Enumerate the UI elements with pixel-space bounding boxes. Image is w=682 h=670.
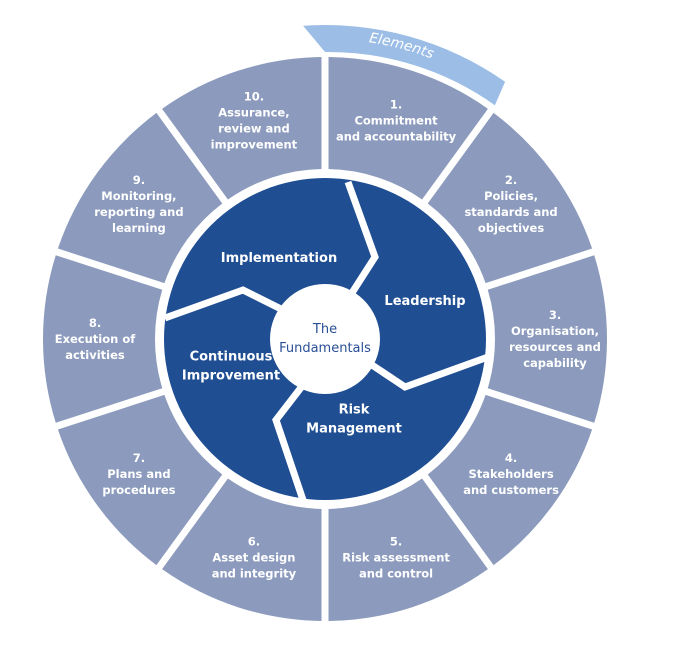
element-segment-shape — [162, 57, 322, 200]
element-title-line: learning — [112, 221, 166, 235]
element-number: 9. — [133, 173, 145, 187]
element-segment-9[interactable]: 9. Monitoring, reporting and learning — [57, 112, 223, 284]
element-segment-shape — [42, 255, 163, 423]
element-number: 1. — [390, 97, 402, 111]
element-number: 6. — [248, 535, 260, 549]
element-label: 7. Plans and procedures — [102, 451, 175, 497]
element-title-line: and integrity — [212, 567, 297, 581]
element-title-line: Plans and — [107, 467, 170, 481]
fundamental-label: Leadership — [384, 294, 465, 309]
element-segment-shape — [427, 112, 593, 284]
element-number: 8. — [89, 316, 101, 330]
fundamental-label-line: Management — [306, 422, 402, 437]
element-number: 10. — [244, 89, 264, 103]
element-title-line: and control — [359, 567, 433, 581]
element-segment-6[interactable]: 6. Asset design and integrity — [162, 478, 322, 621]
elements-ring: 1. Commitment and accountability 2. Policies… — [42, 57, 607, 621]
element-segment-shape — [427, 394, 593, 566]
element-label: 4. Stakeholders and customers — [463, 451, 559, 497]
element-label: 3. Organisation, resources and capability — [509, 308, 601, 370]
element-segment-shape — [328, 478, 488, 621]
center-circle — [273, 287, 377, 391]
element-segment-10[interactable]: 10. Assurance, review and improvement — [162, 57, 322, 200]
fundamental-label-line: Improvement — [182, 369, 280, 384]
fundamental-separator — [272, 382, 307, 502]
element-label: 10. Assurance, review and improvement — [211, 89, 298, 151]
element-title-line: Stakeholders — [468, 467, 553, 481]
fundamental-separator — [344, 180, 379, 298]
element-title-line: resources and — [509, 340, 601, 354]
element-segment-1[interactable]: 1. Commitment and accountability — [328, 57, 488, 200]
element-label: 2. Policies, standards and objectives — [464, 173, 557, 235]
fundamental-label-line: Leadership — [384, 294, 465, 309]
element-title-line: Monitoring, — [101, 189, 176, 203]
element-segment-4[interactable]: 4. Stakeholders and customers — [427, 394, 593, 566]
element-title-line: Policies, — [484, 189, 538, 203]
element-segment-shape — [57, 394, 223, 566]
element-segment-shape — [57, 112, 223, 284]
element-segment-5[interactable]: 5. Risk assessment and control — [328, 478, 488, 621]
element-number: 2. — [505, 173, 517, 187]
element-title-line: Risk assessment — [342, 551, 450, 565]
element-segment-shape — [162, 478, 322, 621]
element-label: 8. Execution of activities — [55, 316, 137, 362]
fundamental-implementation[interactable]: Implementation — [221, 251, 337, 266]
element-title-line: reporting and — [94, 205, 183, 219]
element-title-line: activities — [65, 348, 125, 362]
element-label: 6. Asset design and integrity — [212, 535, 297, 581]
element-title-line: Commitment — [354, 113, 438, 127]
element-number: 3. — [549, 308, 561, 322]
fundamental-label-line: Implementation — [221, 251, 337, 266]
element-number: 7. — [133, 451, 145, 465]
fundamental-label: Implementation — [221, 251, 337, 266]
element-title-line: Asset design — [212, 551, 295, 565]
element-segment-shape — [328, 57, 488, 200]
element-segment-2[interactable]: 2. Policies, standards and objectives — [427, 112, 593, 284]
element-title-line: Assurance, — [218, 105, 289, 119]
element-label: 1. Commitment and accountability — [336, 97, 457, 143]
element-title-line: improvement — [211, 137, 298, 151]
fundamental-separator — [163, 286, 285, 322]
element-segment-3[interactable]: 3. Organisation, resources and capability — [487, 255, 607, 423]
element-number: 4. — [505, 451, 517, 465]
fundamental-separator — [370, 353, 490, 391]
fundamental-leadership[interactable]: Leadership — [384, 294, 465, 309]
element-segment-shape — [487, 255, 607, 423]
fundamental-label-line: Risk — [339, 403, 370, 418]
element-title-line: capability — [523, 356, 587, 370]
element-number: 5. — [390, 535, 402, 549]
center-label-line: The — [312, 322, 337, 337]
element-label: 5. Risk assessment and control — [342, 535, 450, 581]
fundamental-label-line: Continuous — [190, 350, 273, 365]
elements-tab-shape — [303, 25, 506, 106]
element-segment-7[interactable]: 7. Plans and procedures — [57, 394, 223, 566]
element-segment-8[interactable]: 8. Execution of activities — [42, 255, 163, 423]
element-title-line: procedures — [102, 483, 175, 497]
element-title-line: and accountability — [336, 129, 457, 143]
element-title-line: Organisation, — [511, 324, 599, 338]
element-title-line: objectives — [478, 221, 544, 235]
element-title-line: standards and — [464, 205, 557, 219]
element-title-line: and customers — [463, 483, 559, 497]
element-title-line: Execution of — [55, 332, 137, 346]
center-label-line: Fundamentals — [279, 341, 371, 356]
element-label: 9. Monitoring, reporting and learning — [94, 173, 183, 235]
element-title-line: review and — [218, 121, 290, 135]
